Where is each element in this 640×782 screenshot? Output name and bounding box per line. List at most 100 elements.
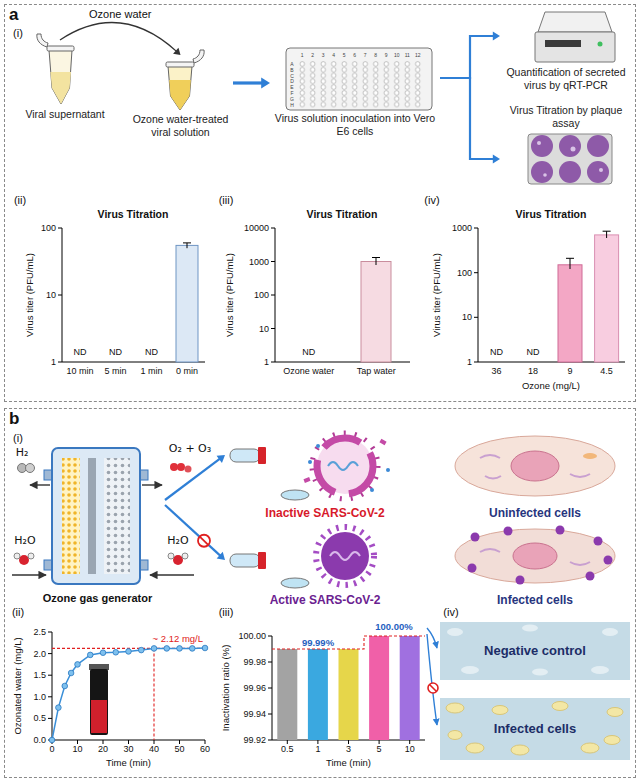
well-label: F: [290, 90, 293, 95]
micrograph: [440, 622, 630, 760]
cell: [504, 527, 513, 536]
well-label: 5: [343, 53, 346, 58]
annotation: ~ 2.12 mg/L: [153, 634, 203, 644]
nd-label: ND: [527, 348, 540, 357]
arrowhead: [217, 455, 225, 463]
molecule: [185, 466, 192, 473]
tick-label: 1: [315, 745, 320, 754]
sample-tube: [258, 447, 266, 464]
data-line: [68, 670, 74, 676]
axis-title: Inactivation ratio (%): [221, 645, 231, 732]
plaque-plate: [528, 134, 612, 184]
molecule: [177, 463, 185, 471]
axis-title: Ozone (mg/L): [522, 381, 580, 391]
micrograph: [461, 666, 479, 674]
axis-title: Virus titer (PFU/mL): [25, 253, 35, 337]
micrograph: [602, 628, 618, 636]
data-line: [164, 646, 170, 652]
bar: [400, 636, 420, 740]
connector-line: [233, 81, 263, 84]
data-line: [126, 649, 132, 655]
treated-tube: [168, 66, 192, 110]
chart-axes: [48, 632, 425, 744]
tick-label: 99.92: [243, 736, 266, 745]
data-line: [75, 662, 81, 668]
tick-label: 10: [46, 291, 56, 300]
micrograph: [607, 708, 623, 717]
connector-line: [60, 23, 177, 52]
ozone-generator: [62, 458, 80, 574]
node-label: Virus solution inoculation into Vero E6 …: [270, 112, 440, 137]
cell-illustration: Uninfected cells: [440, 432, 630, 520]
sample-tube: [230, 554, 260, 567]
arrowhead: [217, 552, 225, 560]
bar: [595, 235, 619, 362]
node-label: Quantification of secreted virus by qRT-…: [500, 66, 632, 91]
flow-arrow: [150, 574, 194, 575]
prohibition-sign: [428, 683, 438, 693]
micrograph: [604, 736, 620, 745]
micrograph: [466, 743, 484, 753]
micrograph: [511, 745, 529, 755]
qpcr-machine: [535, 32, 615, 62]
cell-illustration: Infected cells: [440, 525, 630, 607]
well-label: 9: [385, 53, 388, 58]
treated-tube: [169, 80, 191, 110]
molecule: [19, 555, 29, 565]
data-line: [138, 647, 144, 653]
tick-label: 1: [467, 358, 472, 367]
qpcr-machine: [535, 12, 615, 62]
cell: [513, 543, 557, 569]
bar: [308, 649, 328, 740]
well-label: 12: [415, 53, 421, 58]
prohibition-sign: [200, 537, 208, 545]
panel-number: (iv): [424, 195, 439, 206]
bar: [369, 636, 389, 740]
flow-arrow: [30, 484, 50, 485]
well-plate: [297, 61, 423, 107]
chart-axes: [478, 228, 625, 362]
well-label: C: [290, 73, 294, 78]
reference-line: [52, 648, 205, 740]
chemical-formula: O₂ + O₃: [169, 443, 211, 454]
tick-label: 1: [51, 358, 56, 367]
micrograph: [591, 666, 609, 674]
flow-arrow: [12, 574, 46, 575]
node-label: Infected cells: [490, 720, 580, 738]
tick-label: 10 min: [66, 367, 93, 376]
active-virus: [316, 527, 374, 585]
tick-label: 1: [264, 358, 269, 367]
connector-line: [165, 505, 221, 556]
sample-tube: [258, 552, 266, 569]
tick-label: 1000: [249, 257, 269, 266]
eppendorf-tube: [49, 50, 72, 104]
sample-tube: [230, 449, 260, 462]
tick-label: 0 min: [176, 367, 198, 376]
data-line: [189, 646, 195, 652]
molecule: [182, 553, 188, 559]
chart-title: Virus Titration: [516, 209, 587, 220]
vial-photo: [91, 700, 107, 733]
chart-axes: [52, 740, 205, 744]
micrograph: [522, 625, 538, 632]
sample-tube: Viral supernatant: [15, 40, 115, 121]
tick-label: 4.5: [600, 367, 613, 376]
molecule: [28, 553, 34, 559]
well-label: H: [290, 102, 294, 107]
data-line: [62, 683, 68, 689]
tick-label: 100.00: [238, 632, 266, 641]
pointer-arrow: [427, 634, 437, 725]
bar: [361, 262, 391, 363]
micrograph-box: Infected cells: [440, 698, 630, 760]
data-line: [113, 650, 119, 656]
axis-title: Virus titer (PFU/mL): [225, 253, 235, 337]
tick-label: 100: [457, 268, 472, 277]
tick-label: 10: [405, 745, 415, 754]
data-line: [87, 652, 93, 658]
chart-axes: [52, 632, 205, 740]
cell: [480, 455, 590, 479]
node-label: Ozone water-treated viral solution: [128, 113, 233, 138]
connector: [165, 505, 225, 560]
well-plate: [286, 48, 432, 110]
